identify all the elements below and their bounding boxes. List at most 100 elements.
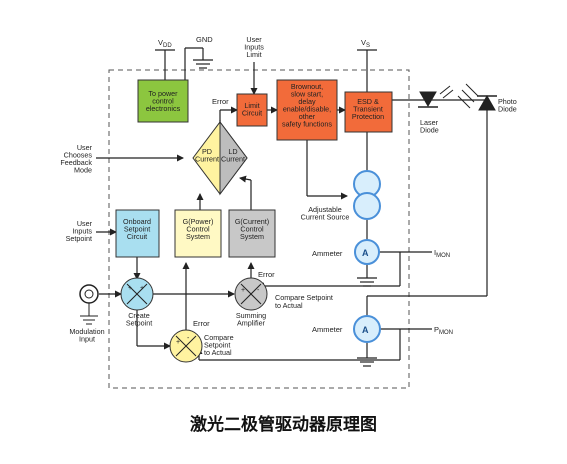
gpower-label-line: G(Power) [183,217,214,226]
ld-current-label-line: LD [228,147,237,156]
ammeter-imon-label: Ammeter [312,249,343,258]
minus-sign: - [257,287,260,294]
power-control-label-line: To power [148,89,178,98]
photo-diode-icon [477,94,497,111]
gcurrent-label-line: System [240,232,264,241]
user-inputs-setpoint-label-line: Inputs [72,227,92,236]
create-setpoint-junction [120,277,154,311]
modulation-connector-icon [79,284,99,325]
user-chooses-label-line: Feedback [60,158,92,167]
laser-diode-label-line: Laser [420,118,439,127]
error-summing-label: Error [258,270,275,279]
compare-actual-label-line: to Actual [275,301,303,310]
esd-block [344,91,393,133]
pmon-label: PMON [434,325,453,336]
limit-circuit-block [236,93,268,127]
plus-sign: + [241,287,245,294]
minus-sign: - [187,335,190,342]
power-control-block [137,79,189,123]
adjustable-source-label-line: Adjustable [308,205,342,214]
limit-circuit-label-line: Limit [244,101,259,110]
plus-sign: + [176,339,180,346]
gcurrent-label-line: Control [240,225,264,234]
compare-setpoint-label-line: Setpoint [204,341,230,350]
summing-amplifier-junction [234,277,268,311]
esd-label-line: Transient [353,105,383,114]
brownout-label-line: enable/disable, [283,105,331,114]
adjustable-source-label-line: Current Source [301,213,350,222]
user-chooses-label-line: Chooses [64,151,93,160]
gcurrent-block [228,209,276,258]
error-compare-label: Error [193,319,210,328]
onboard-setpoint-label-line: Onboard [123,217,151,226]
compare-actual-label-line: Compare Setpoint [275,293,333,302]
create-setpoint-label-line: Create [128,311,150,320]
diagram-caption: 激光二极管驱动器原理图 [190,415,377,435]
gpower-label-line: Control [186,225,210,234]
error-limit-label: Error [212,97,229,106]
create-setpoint-label-line: Setpoint [126,319,152,328]
ammeter-pmon-symbol: A [362,325,369,335]
modulation-input-label-line: Modulation [69,327,104,336]
compare-power-junction [169,329,203,363]
module-boundary [108,69,410,389]
power-control-label-line: electronics [146,104,181,113]
photo-diode-label-line: Photo [498,97,517,106]
onboard-setpoint-label-line: Setpoint [124,225,150,234]
laser-diode-icon [418,85,454,108]
modulation-input-label-line: Input [79,335,95,344]
vdd-label: VDD [158,38,172,49]
user-inputs-setpoint-label-line: User [77,219,93,228]
ammeter-imon-icon [354,239,380,265]
ammeter-pmon-label: Ammeter [312,325,343,334]
user-inputs-limit-label-line: Inputs [244,43,264,52]
current-source-icon [353,170,381,220]
vs-label: VS [361,38,370,49]
plus-sign: + [140,285,144,292]
brownout-label-line: safety functions [282,120,332,129]
user-chooses-label-line: User [77,143,93,152]
compare-setpoint-label-line: to Actual [204,348,232,357]
ld-current-label-line: Current [221,155,245,164]
onboard-setpoint-label-line: Circuit [127,232,147,241]
pd-current-label-line: PD [202,147,212,156]
pd-current-label-line: Current [195,155,219,164]
imon-label: IMON [434,248,450,259]
photo-diode-label-line: Diode [498,105,517,114]
user-chooses-label-line: Mode [74,166,92,175]
plus-sign: + [128,285,132,292]
user-inputs-limit-label-line: User [246,35,262,44]
compare-setpoint-label-line: Compare [204,333,234,342]
gcurrent-label-line: G(Current) [235,217,269,226]
user-inputs-limit-label-line: Limit [246,50,261,59]
limit-circuit-label-line: Circuit [242,109,262,118]
ammeter-imon-symbol: A [362,248,369,258]
esd-label-line: Protection [352,112,384,121]
gpower-label-line: System [186,232,210,241]
ammeter-pmon-icon [353,315,381,343]
gnd-label: GND [196,35,213,44]
user-inputs-setpoint-label-line: Setpoint [66,234,92,243]
feedback-selector [192,120,248,196]
